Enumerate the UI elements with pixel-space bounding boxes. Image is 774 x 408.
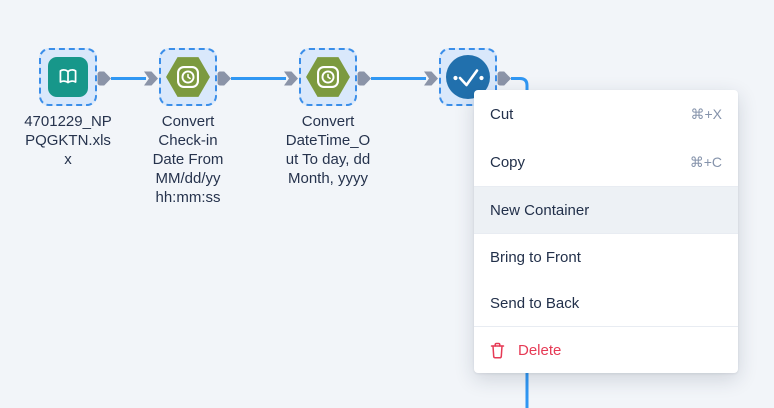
context-menu: Cut ⌘+X Copy ⌘+C New Container Bring to … — [474, 90, 738, 373]
menu-item-new-container[interactable]: New Container — [474, 187, 738, 233]
menu-item-label: Delete — [518, 341, 562, 359]
wire-check-downstream[interactable] — [511, 77, 529, 408]
menu-separator — [474, 326, 738, 327]
menu-separator — [474, 186, 738, 187]
clock-hexagon-icon — [305, 54, 351, 100]
node-check[interactable] — [439, 48, 497, 106]
node-label-convert-datetime-out: Convert DateTime_O ut To day, dd Month, … — [285, 113, 371, 187]
menu-item-label: Bring to Front — [490, 248, 581, 266]
input-anchor[interactable] — [284, 71, 299, 91]
input-anchor[interactable] — [144, 71, 159, 91]
menu-item-copy[interactable]: Copy ⌘+C — [474, 138, 738, 186]
menu-item-label: Cut — [490, 105, 514, 123]
trash-icon — [490, 342, 505, 359]
node-convert-checkin[interactable] — [159, 48, 217, 106]
menu-item-shortcut: ⌘+C — [689, 153, 722, 170]
open-book-icon — [48, 57, 88, 97]
output-anchor[interactable] — [497, 71, 512, 91]
node-label-convert-checkin: Convert Check-in Date From MM/dd/yy hh:m… — [152, 113, 224, 206]
node-convert-datetime-out[interactable] — [299, 48, 357, 106]
menu-item-delete[interactable]: Delete — [474, 327, 738, 373]
node-input-file[interactable] — [39, 48, 97, 106]
menu-separator — [474, 233, 738, 234]
menu-item-label: Copy — [490, 153, 526, 171]
menu-item-shortcut: ⌘+X — [690, 105, 722, 122]
output-anchor[interactable] — [97, 71, 112, 91]
menu-item-cut[interactable]: Cut ⌘+X — [474, 90, 738, 138]
menu-item-label: Send to Back — [490, 294, 580, 312]
menu-item-send-to-back[interactable]: Send to Back — [474, 280, 738, 326]
menu-item-label: New Container — [490, 201, 590, 219]
output-anchor[interactable] — [217, 71, 232, 91]
node-label-input-file: 4701229_NP PQGKTN.xls x — [24, 113, 112, 168]
output-anchor[interactable] — [357, 71, 372, 91]
input-anchor[interactable] — [424, 71, 439, 91]
clock-hexagon-icon — [165, 54, 211, 100]
menu-item-bring-to-front[interactable]: Bring to Front — [474, 234, 738, 280]
